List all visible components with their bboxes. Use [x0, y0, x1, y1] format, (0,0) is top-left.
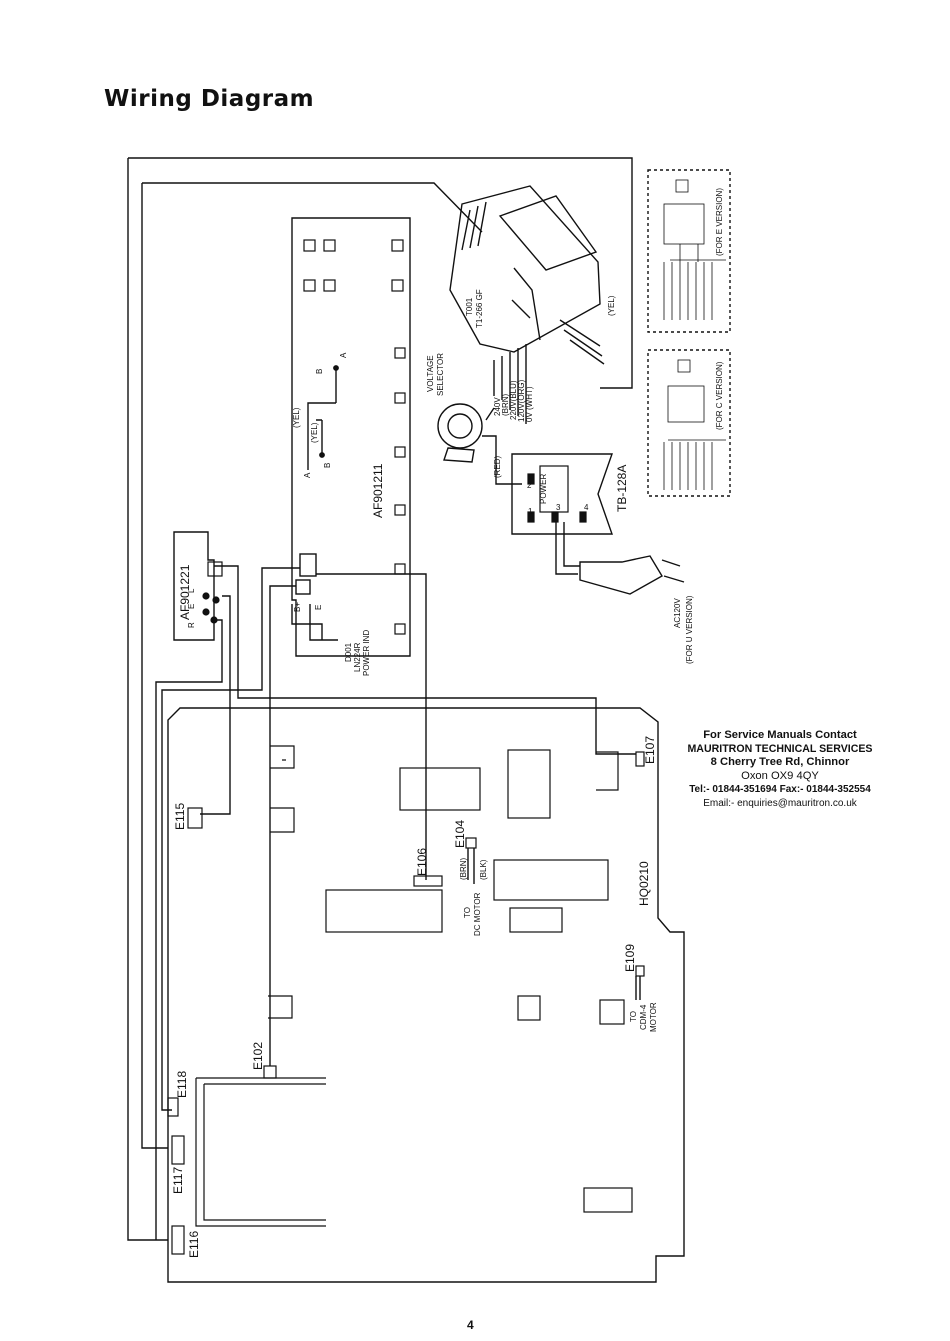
- t2-label: 2: [527, 481, 532, 490]
- wire-connector-to-e106: [316, 573, 427, 880]
- d001-label: D001: [344, 642, 353, 662]
- e-version-inset: [647, 169, 731, 333]
- e106-label: E106: [415, 848, 429, 876]
- outer-wire-loop: [127, 157, 633, 1241]
- af901211-connector: [295, 553, 317, 595]
- top-harness-wire: [141, 182, 483, 1149]
- c-version-details: [663, 359, 726, 490]
- ac-cord: [555, 522, 580, 575]
- to-dc-label: TO: [463, 907, 472, 918]
- af901211-pads: [303, 239, 406, 635]
- contact-block: For Service Manuals Contact MAURITRON TE…: [660, 729, 900, 811]
- e107-label: E107: [643, 736, 657, 764]
- wire-connector-to-e102: [269, 585, 296, 1066]
- pin-a2-label: A: [303, 472, 312, 478]
- red-label: (RED): [493, 455, 502, 478]
- wire-connector-to-e118: [161, 567, 300, 1111]
- hq0210-label: HQ0210: [637, 861, 651, 906]
- brn2-label: (BRN): [459, 857, 468, 880]
- e102-label: E102: [251, 1042, 265, 1070]
- r-pin-label: R: [187, 622, 196, 628]
- v0-label: 0V (WHT): [525, 386, 534, 422]
- af901211-internal-yel-wire: [307, 365, 339, 470]
- e-pin2-label: E: [187, 604, 196, 609]
- blk-label: (BLK): [479, 859, 488, 880]
- af901221-label: AF901221: [178, 564, 192, 620]
- motor-label: MOTOR: [649, 1002, 658, 1032]
- pin-b-label: B: [315, 369, 324, 374]
- e104-label: E104: [453, 820, 467, 848]
- v120-label: 120V(ORG): [517, 379, 526, 422]
- e109-label: E109: [623, 944, 637, 972]
- l-pin-label: L: [187, 588, 196, 593]
- for-e-version-label: (FOR E VERSION): [715, 188, 724, 256]
- dc-motor-wires: [467, 848, 475, 884]
- contact-line2: MAURITRON TECHNICAL SERVICES: [687, 742, 873, 755]
- ac120v-label: AC120V: [673, 598, 682, 628]
- voltage-label: VOLTAGE: [426, 355, 435, 392]
- brn-label: (BRN): [501, 393, 510, 416]
- contact-line3: 8 Cherry Tree Rd, Chinnor: [710, 756, 850, 769]
- t001-label: T001: [465, 297, 474, 316]
- wire-af901221-to-e115: [200, 595, 231, 815]
- t4-label: 4: [584, 503, 589, 512]
- contact-line5: Tel:- 01844-351694 Fax:- 01844-352554: [689, 784, 871, 796]
- af901211-label: AF901211: [371, 463, 385, 518]
- tb128a-label: TB-128A: [615, 465, 629, 512]
- cdm4-label: CDM-4: [639, 1004, 648, 1030]
- yel-label-2: (YEL): [310, 422, 319, 443]
- red-wire: [482, 407, 522, 485]
- dc-motor-label: DC MOTOR: [473, 892, 482, 936]
- page-number: 4: [467, 1318, 474, 1332]
- e-version-details: [663, 179, 726, 320]
- page-title: Wiring Diagram: [104, 86, 315, 112]
- e117-label: E117: [171, 1167, 185, 1194]
- led-wires: [291, 604, 338, 641]
- contact-line6: Email:- enquiries@mauritron.co.uk: [703, 797, 857, 809]
- tb128a-board: [511, 453, 613, 535]
- v220-label: 220V(BLU): [509, 380, 518, 420]
- pin-a-label: A: [339, 352, 348, 358]
- contact-line4: Oxon OX9 4QY: [741, 769, 819, 782]
- for-u-version-label: (FOR U VERSION): [685, 595, 694, 664]
- pin-b2-label: B: [323, 463, 332, 468]
- ac-plug: [579, 555, 685, 595]
- yel-label-1: (YEL): [292, 407, 301, 428]
- contact-line1: For Service Manuals Contact: [703, 729, 857, 741]
- hq0210-board: [167, 707, 685, 1283]
- af901221-jacks: [202, 561, 223, 624]
- bplus-label: B+: [293, 602, 302, 612]
- voltage-selector: [437, 403, 483, 463]
- e118-label: E118: [175, 1071, 189, 1098]
- power-ind-label: POWER IND: [362, 630, 371, 676]
- t3-label: 3: [556, 503, 561, 512]
- hq0210-components: [195, 745, 633, 1227]
- t1-label: 1: [528, 507, 533, 516]
- power-switch: [527, 465, 587, 523]
- for-c-version-label: (FOR C VERSION): [715, 361, 724, 430]
- transformer-taps: [493, 344, 527, 424]
- transformer-t001: [449, 185, 605, 365]
- e116-label: E116: [187, 1231, 201, 1258]
- e115-label: E115: [173, 803, 187, 830]
- v240-label: 240V: [493, 397, 502, 416]
- af901211-board: [291, 217, 411, 657]
- af901221-board: [173, 531, 215, 641]
- cdm-motor-wires: [635, 976, 641, 1000]
- e-pin-label: E: [314, 605, 323, 610]
- yel3-label: (YEL): [607, 295, 616, 316]
- selector-label: SELECTOR: [436, 353, 445, 396]
- ln224r-label: LN224R: [353, 642, 362, 672]
- power-label: POWER: [539, 474, 548, 504]
- wire-af901221-to-e118: [214, 565, 636, 755]
- wire-lr-to-e116: [155, 619, 223, 1240]
- connectors: [167, 751, 645, 1255]
- t1266gf-label: T1-266 GF: [475, 289, 484, 328]
- to-cdm-label: TO: [629, 1011, 638, 1022]
